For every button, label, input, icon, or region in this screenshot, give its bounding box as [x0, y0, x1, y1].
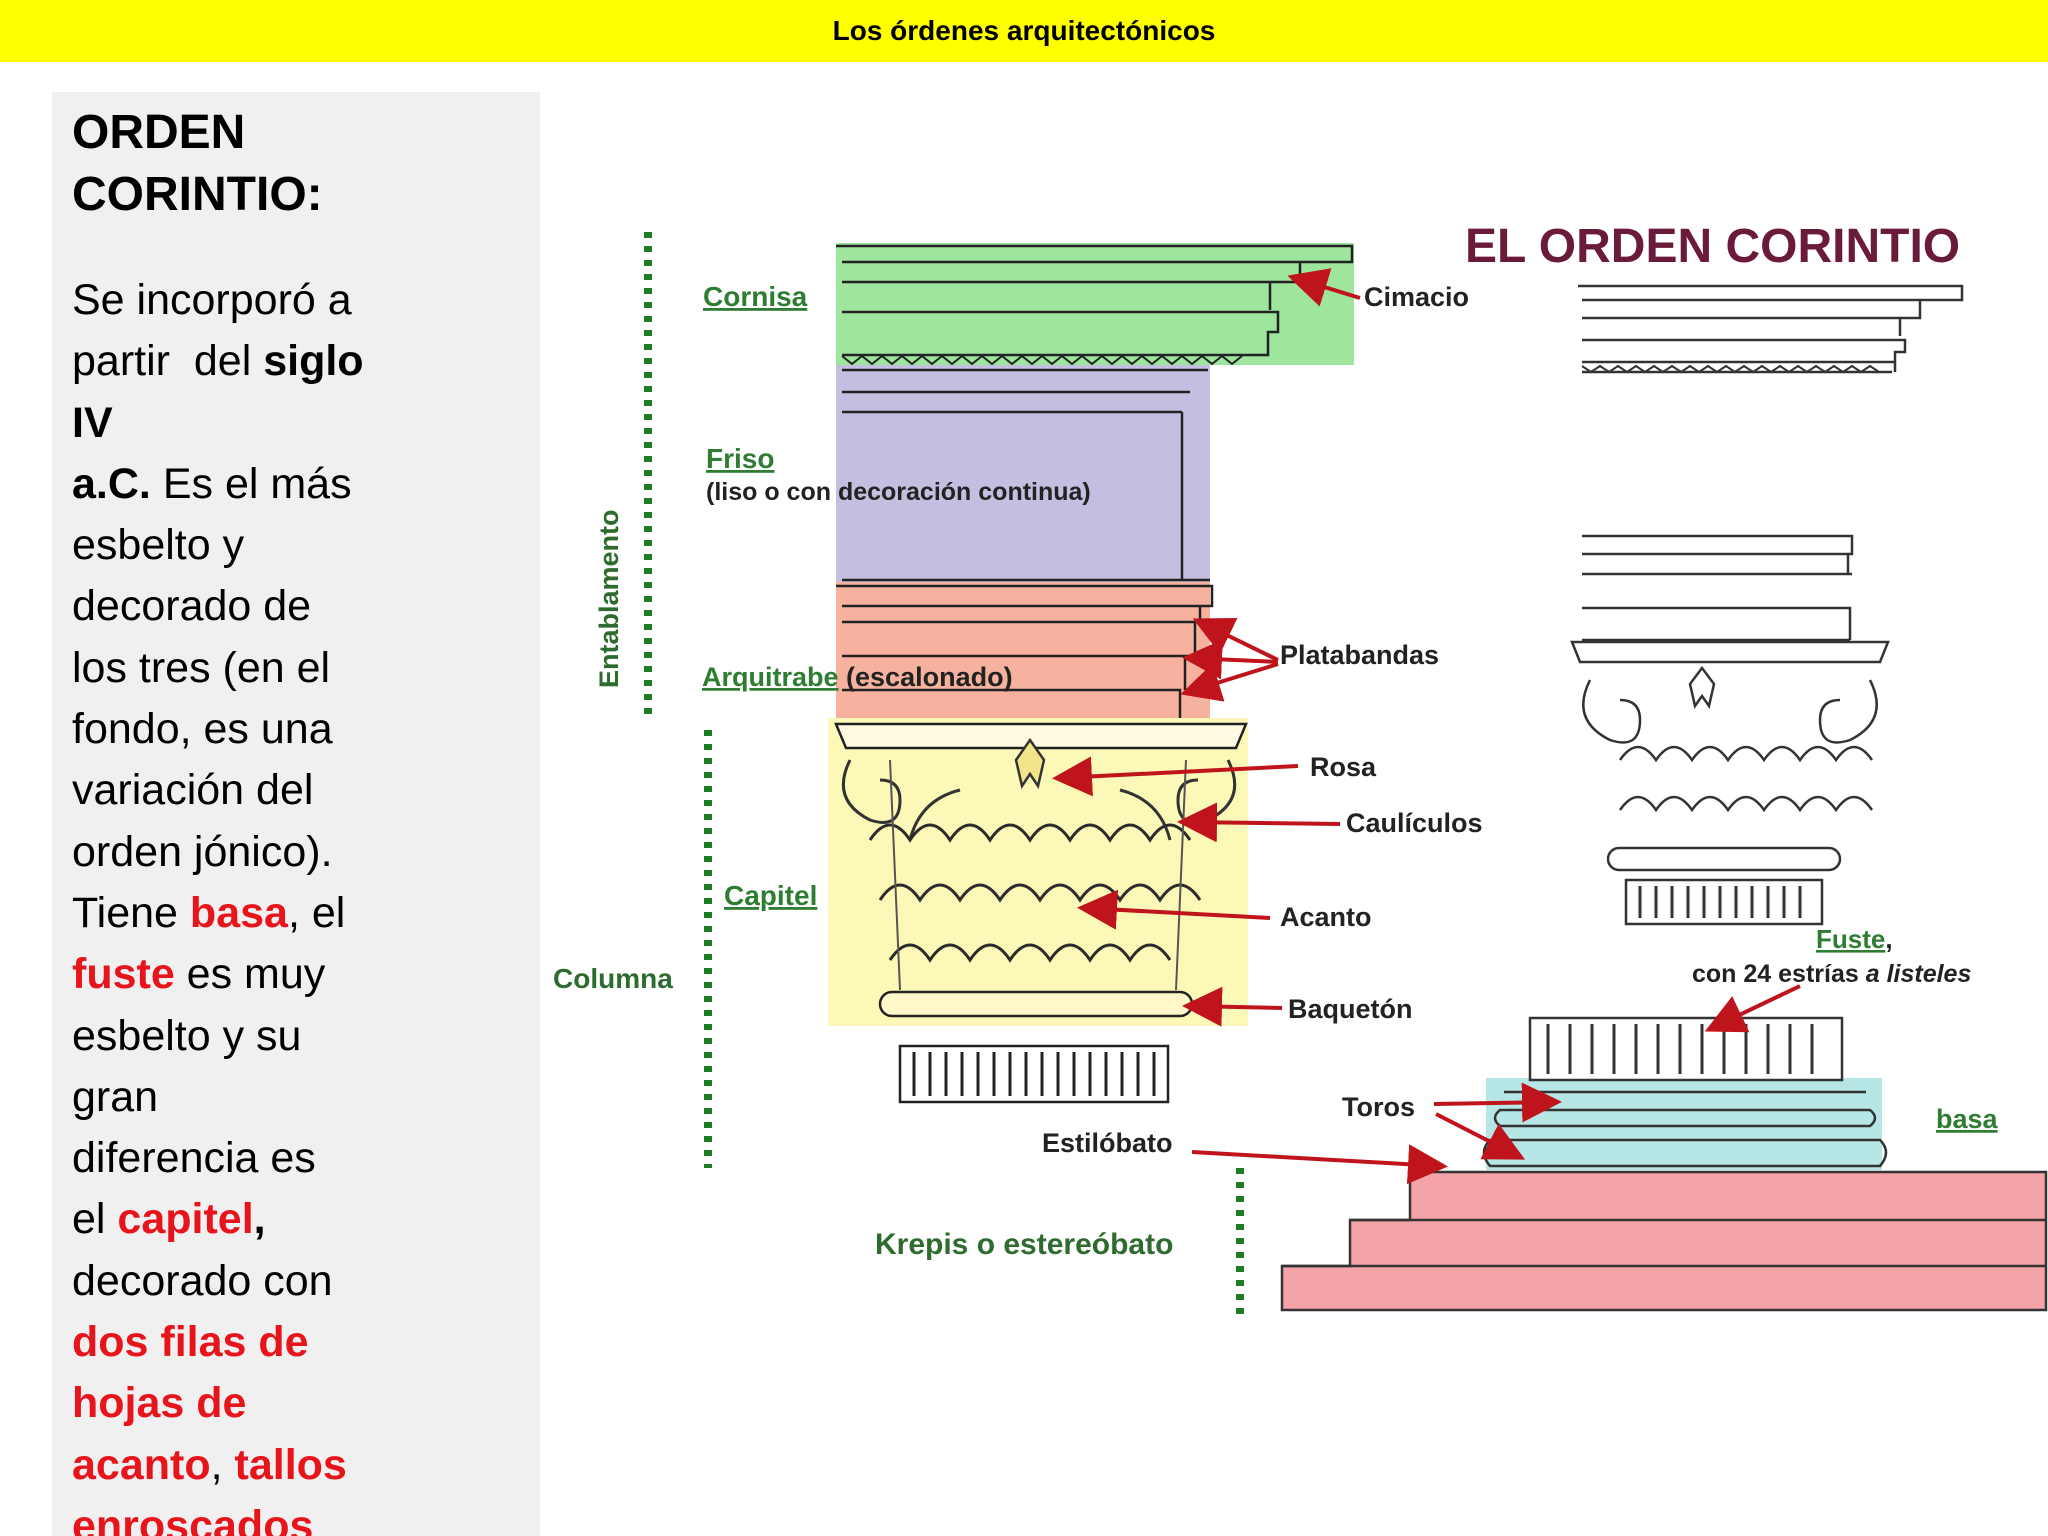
label-friso-note: (liso o con decoración continua) — [706, 478, 1091, 506]
right-shaft-stub — [1624, 878, 1824, 926]
label-fuste-note: con 24 estrías a listeles — [1692, 960, 1971, 988]
friso-lines — [842, 368, 1210, 582]
text-run: Tiene — [72, 888, 190, 937]
label-friso: Friso — [706, 443, 774, 474]
cornisa-mouldings — [836, 244, 1354, 357]
krepis-steps — [1280, 1170, 2048, 1312]
highlight-capitel: capitel — [117, 1195, 254, 1244]
arrow-fuste — [1704, 984, 1801, 1033]
arrow-acanto — [1077, 889, 1271, 930]
highlight-basa: basa — [189, 888, 288, 937]
shaft-stub-left — [898, 1044, 1170, 1104]
label-fuste: Fuste, — [1816, 924, 1893, 954]
shaft-flutes-left — [912, 1052, 1156, 1096]
text-run: Es el más — [150, 459, 352, 508]
fuste-base-flutes — [1528, 1016, 1844, 1082]
label-acanto: Acanto — [1280, 902, 1372, 932]
capitel-rosa — [1014, 737, 1046, 790]
text-run: esbelto y — [72, 521, 245, 570]
text-run: variación del — [72, 766, 314, 815]
corinthian-order-diagram: EL ORDEN CORINTIO Entablamento Columna K… — [553, 220, 2048, 1318]
text-run-bold: IV — [72, 398, 113, 447]
label-caulicules: Caulículos — [1346, 808, 1483, 838]
arrow-estilobato — [1191, 1144, 1448, 1185]
highlight-acanto: acanto — [72, 1440, 211, 1489]
arrow-toros-2 — [1435, 1112, 1526, 1160]
heading-line-2: CORINTIO: — [72, 168, 323, 221]
slide-title: Los órdenes arquitectónicos — [832, 15, 1216, 46]
right-entablature — [1578, 284, 1964, 642]
text-run: esbelto y su — [72, 1011, 302, 1060]
friso-block — [836, 365, 1210, 582]
text-run: , — [210, 1440, 235, 1489]
baqueton — [878, 990, 1194, 1018]
label-arquitrabe: Arquitrabe (escalonado) — [702, 662, 1013, 692]
label-estilobato: Estilóbato — [1042, 1128, 1173, 1158]
fuste-base-flute-lines — [1546, 1024, 1814, 1074]
text-run: , el — [287, 888, 346, 937]
diagram-title: EL ORDEN CORINTIO — [1465, 220, 1960, 273]
text-run: partir del — [72, 337, 264, 386]
arrow-platabanda-2 — [1182, 639, 1279, 680]
highlight-hojas: hojas de — [72, 1379, 247, 1428]
text-run: fondo, es una — [72, 705, 333, 754]
section-heading: ORDEN CORINTIO: — [72, 102, 323, 226]
text-run: orden jónico). — [72, 827, 333, 876]
capitel-acanthus — [868, 823, 1202, 963]
text-run-bold: siglo — [263, 337, 364, 386]
label-columna: Columna — [553, 963, 673, 994]
right-capital — [1570, 640, 1890, 813]
slide-title-bar: Los órdenes arquitectónicos — [0, 0, 2048, 62]
label-platabandas: Platabandas — [1280, 640, 1439, 670]
arrow-cimacio — [1287, 268, 1361, 307]
text-run: el — [72, 1195, 118, 1244]
capitel-abacus — [834, 722, 1248, 750]
arrow-caulicules — [1177, 802, 1341, 843]
label-cornisa: Cornisa — [703, 281, 808, 312]
right-dentils — [1581, 364, 1880, 374]
label-entablamento: Entablamento — [594, 509, 624, 688]
text-run-bold: , — [253, 1195, 266, 1244]
arrow-platabanda-1 — [1192, 618, 1279, 662]
arquitrabe-block — [836, 582, 1210, 720]
text-run: es muy — [174, 950, 326, 999]
arrow-rosa — [1052, 756, 1299, 797]
label-krepis: Krepis o estereóbato — [875, 1228, 1173, 1261]
label-baqueton: Baquetón — [1288, 994, 1413, 1024]
text-run: diferencia es — [72, 1134, 316, 1183]
label-toros: Toros — [1342, 1092, 1415, 1122]
text-run: los tres (en el — [72, 643, 331, 692]
description-text: Se incorporó a partir del siglo IV a.C. … — [72, 270, 412, 1536]
highlight-dos-filas: dos filas de — [72, 1318, 309, 1367]
label-rosa: Rosa — [1310, 752, 1377, 782]
text-run-bold: a.C. — [72, 459, 151, 508]
arrow-platabanda-3 — [1180, 662, 1279, 702]
label-cimacio: Cimacio — [1364, 282, 1469, 312]
text-panel: ORDEN CORINTIO: Se incorporó a partir del… — [52, 92, 540, 1536]
highlight-tallos: tallos — [234, 1440, 347, 1489]
dentil-row — [841, 354, 1243, 366]
arrow-toros-1 — [1433, 1082, 1562, 1123]
heading-line-1: ORDEN — [72, 106, 246, 159]
text-run: gran — [72, 1072, 159, 1121]
arrow-baqueton — [1182, 986, 1283, 1027]
text-run: decorado de — [72, 582, 312, 631]
right-baqueton — [1606, 846, 1842, 872]
highlight-fuste: fuste — [72, 950, 175, 999]
label-basa: basa — [1936, 1104, 1999, 1134]
label-capitel: Capitel — [724, 880, 817, 911]
text-run: decorado con — [72, 1256, 333, 1305]
capitel-bell — [889, 759, 1187, 991]
krepis-step-lines — [1282, 1218, 2046, 1268]
highlight-enroscados: enroscados — [72, 1501, 314, 1536]
right-shaft-flutes — [1638, 886, 1802, 918]
text-run: Se incorporó a — [72, 276, 352, 324]
